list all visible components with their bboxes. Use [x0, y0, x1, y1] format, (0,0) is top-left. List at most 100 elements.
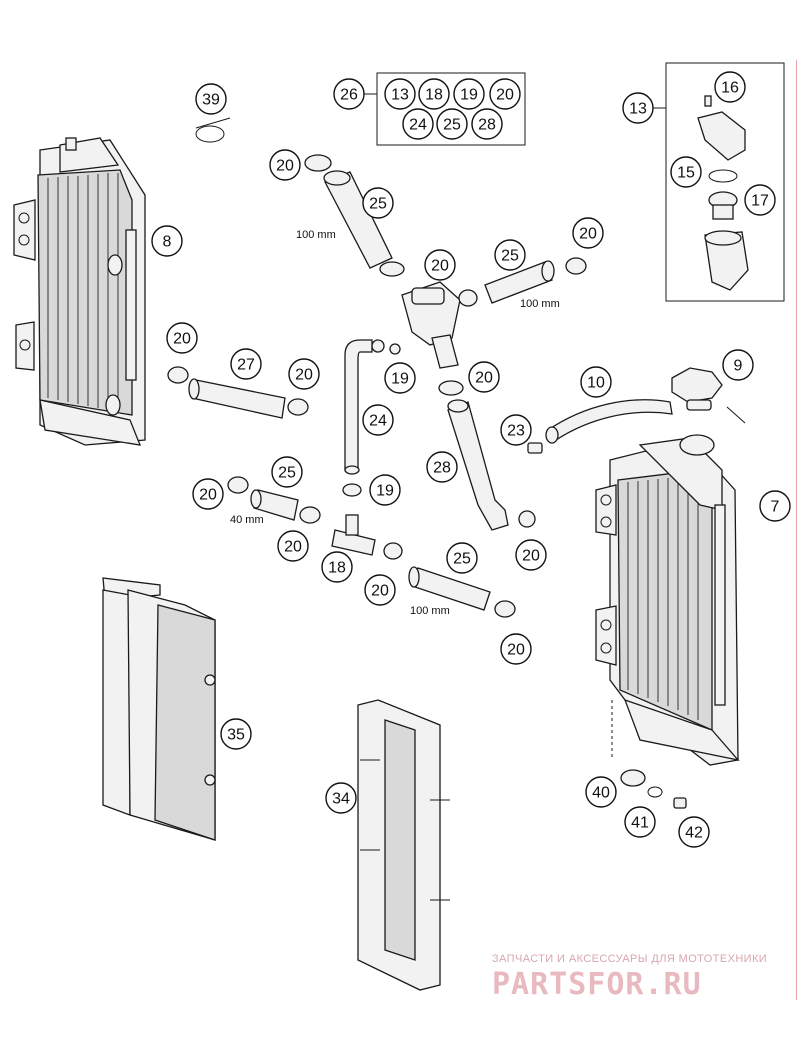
callout-circle [151, 225, 183, 257]
callout-label: 39 [202, 92, 220, 109]
callout-c20a: 20 [269, 149, 301, 181]
right-radiator [595, 434, 740, 766]
callout-c16: 16 [714, 71, 746, 103]
callout-c35: 35 [220, 718, 252, 750]
radiator-cap [671, 367, 746, 424]
callout-c26_19: 19 [453, 78, 485, 110]
clamp-mid-top [379, 261, 405, 277]
callout-c20d: 20 [166, 322, 198, 354]
callout-c26_20: 20 [489, 78, 521, 110]
callout-circle [722, 349, 754, 381]
callout-label: 20 [295, 367, 313, 384]
hose-25-top [323, 170, 393, 269]
callout-circle [288, 358, 320, 390]
callout-label: 8 [163, 234, 172, 251]
clamp-18-right [383, 542, 403, 560]
callout-label: 34 [332, 791, 350, 808]
callout-c23: 23 [500, 414, 532, 446]
bolt-23 [527, 442, 543, 454]
callout-circle [321, 551, 353, 583]
callout-c26_28: 28 [471, 108, 503, 140]
callout-circle [500, 633, 532, 665]
callout-circle [471, 108, 503, 140]
callout-label: 19 [391, 371, 409, 388]
callout-c26_25: 25 [436, 108, 468, 140]
callout-label: 13 [391, 87, 409, 104]
clamp-short-right [299, 506, 321, 524]
callout-c20i: 20 [364, 574, 396, 606]
callout-label: 20 [475, 370, 493, 387]
clamp-27-right [287, 398, 309, 416]
callout-c20f: 20 [468, 361, 500, 393]
callout-c20k: 20 [500, 633, 532, 665]
callout-label: 20 [496, 87, 514, 104]
callout-c41: 41 [624, 806, 656, 838]
callout-label: 20 [199, 487, 217, 504]
callout-c27: 27 [230, 348, 262, 380]
callout-circle [402, 108, 434, 140]
callout-c15: 15 [670, 156, 702, 188]
callout-c13: 13 [622, 92, 654, 124]
callout-c8: 8 [151, 225, 183, 257]
callout-label: 19 [460, 87, 478, 104]
callout-label: 24 [409, 117, 427, 134]
callout-circle [494, 239, 526, 271]
callout-c20h: 20 [277, 530, 309, 562]
callout-circle [369, 474, 401, 506]
radiator-shroud-35 [102, 577, 216, 841]
dim-hose-right: 100 mm [520, 298, 560, 310]
callout-circle [622, 92, 654, 124]
callout-c19a: 19 [384, 362, 416, 394]
clamp-right-top [565, 257, 587, 275]
pipe-24 [344, 339, 373, 475]
callout-c25a: 25 [362, 187, 394, 219]
hose-27 [188, 378, 286, 419]
callout-circle [192, 478, 224, 510]
callout-label: 20 [284, 539, 302, 556]
clamp-27-left [167, 366, 189, 384]
callout-circle [230, 348, 262, 380]
callout-circle [585, 776, 617, 808]
clamp-right-mid [458, 289, 478, 307]
callout-c20e: 20 [288, 358, 320, 390]
overflow-hose [545, 399, 673, 444]
callout-label: 20 [579, 226, 597, 243]
callout-label: 18 [328, 560, 346, 577]
callout-c25b: 25 [494, 239, 526, 271]
callout-c20b: 20 [424, 249, 456, 281]
callout-circle [670, 156, 702, 188]
callout-label: 25 [443, 117, 461, 134]
callout-c26_18: 18 [418, 78, 450, 110]
callout-label: 26 [340, 87, 358, 104]
callout-circle [759, 490, 791, 522]
callout-circle [269, 149, 301, 181]
callout-label: 40 [592, 785, 610, 802]
callout-c20j: 20 [515, 539, 547, 571]
callout-label: 35 [227, 727, 245, 744]
callout-circle [744, 184, 776, 216]
callout-label: 20 [507, 642, 525, 659]
drain-parts [620, 769, 687, 809]
radiator-guard-34 [357, 699, 450, 991]
callout-circle [678, 816, 710, 848]
callout-label: 18 [425, 87, 443, 104]
callout-c9: 9 [722, 349, 754, 381]
hose-25-bottom [408, 566, 491, 611]
callout-label: 20 [371, 583, 389, 600]
watermark-brand: PARTSFOR.RU [492, 967, 702, 1002]
callout-circle [714, 71, 746, 103]
cable-tie [195, 117, 231, 143]
thermostat-assembly-box [653, 62, 785, 302]
callout-c42: 42 [678, 816, 710, 848]
callout-circle [580, 366, 612, 398]
callout-c26: 26 [333, 78, 365, 110]
callout-label: 13 [629, 101, 647, 118]
watermark-tagline: ЗАПЧАСТИ И АКСЕССУАРЫ ДЛЯ МОТОТЕХНИКИ [492, 953, 767, 965]
callout-circle [436, 108, 468, 140]
callout-c19b: 19 [369, 474, 401, 506]
hose-kit-box [364, 72, 526, 146]
callout-label: 15 [677, 165, 695, 182]
callout-circle [362, 187, 394, 219]
